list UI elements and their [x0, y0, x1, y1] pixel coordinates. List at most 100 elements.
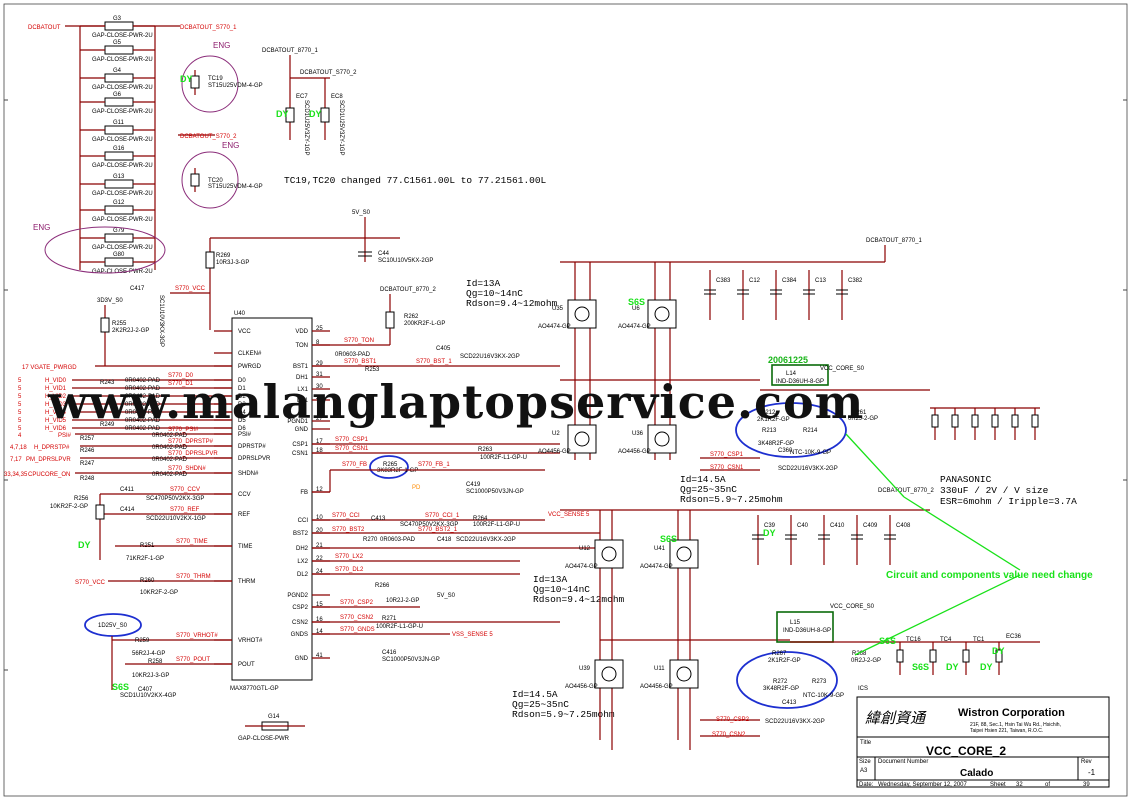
hvid-net: H_VID3 — [45, 402, 67, 408]
ic-left-pin: THRM — [238, 579, 255, 585]
sig-s770-ccv: S770_CCV — [170, 487, 200, 493]
mosfet-ref: U36 — [632, 431, 644, 437]
r257-ref: R257 — [80, 436, 95, 442]
mosfet-ref: U2 — [552, 431, 560, 437]
note-qg2: Qg=25~35nC — [680, 484, 737, 495]
r255-ref: R255 — [112, 321, 127, 327]
eng-ellipse — [44, 226, 166, 274]
mosfet-ref: U11 — [654, 666, 665, 672]
highlight-r265 — [369, 455, 409, 479]
r272-ref: R272 — [773, 679, 788, 685]
tc1-ref: TC1 — [973, 637, 985, 643]
eng-label-1: ENG — [213, 41, 230, 50]
watermark: www.malanglaptopservice.com — [47, 375, 864, 429]
ic-right-pin: DL1 — [297, 398, 309, 404]
r263-ref: R263 — [478, 447, 493, 453]
ic-left-pin: PWRGD — [238, 364, 262, 370]
c414-ref: C414 — [120, 507, 135, 513]
size-value: A3 — [860, 768, 868, 774]
ec36-ref: EC36 — [1006, 634, 1022, 640]
green-mark: DY — [980, 662, 993, 672]
pad-dprslpvr: 0R0402-PAD — [152, 457, 188, 463]
rev-value: -1 — [1088, 768, 1096, 777]
hvid-page: 5 — [18, 378, 22, 384]
net-dcbatout-8770-1-top: DCBATOUT_8770_1 — [262, 48, 318, 54]
s770-vcc-thrm: S770_VCC — [75, 580, 106, 586]
psi-page: 4 — [18, 433, 22, 439]
panasonic-line2: ESR=6mohm / Iripple=3.7A — [940, 496, 1077, 507]
ec8-value: SCD1U25V3ZY-1GP — [338, 100, 344, 155]
mosfet-body — [594, 539, 624, 569]
note-id1: Id=13A — [466, 278, 501, 289]
ic-left-pin: CLKEN# — [238, 351, 262, 357]
ic-pin-number: 21 — [316, 543, 323, 549]
note-rds4: Rdson=5.9~7.25mohm — [512, 709, 615, 720]
green-mark: DY — [276, 109, 289, 119]
c413-value: SCD22U16V3KX-2GP — [765, 719, 825, 725]
hvid-pad: 0R0402-PAD — [125, 402, 161, 408]
r259-ref: R259 — [135, 638, 150, 644]
c417-ref: C417 — [130, 286, 145, 292]
gap-part: GAP-CLOSE-PWR-2U — [92, 217, 153, 223]
hvid-page: 5 — [18, 426, 22, 432]
ic-pin-number: 20 — [316, 528, 323, 534]
r270-value: 0R0603-PAD — [380, 537, 416, 543]
ic-ref: U40 — [234, 311, 246, 317]
r261-ref: R261 — [852, 410, 867, 416]
ic-right-pin: FB — [300, 490, 308, 496]
note-id4: Id=14.5A — [512, 689, 558, 700]
mosfet-ref: U12 — [579, 546, 591, 552]
r214-ref: R214 — [803, 428, 818, 434]
ic-right-pin: TON — [295, 343, 308, 349]
ic-right-pin: PGND1 — [287, 419, 308, 425]
mosfet-part: AO4456-GP — [640, 684, 673, 690]
r255-value: 2K2R2J-2-GP — [112, 328, 149, 334]
c413b-ref: C413 — [371, 516, 386, 522]
mosfet-body — [567, 424, 597, 454]
gap-body — [104, 151, 134, 161]
sig-s770-csp1: S770_CSP1 — [335, 437, 369, 443]
ic-left-pin: DPRSLPVR — [238, 456, 271, 462]
ic-pin-number: 16 — [316, 617, 323, 623]
c360-value: SCD22U16V3KX-2GP — [778, 466, 838, 472]
r251-value: 71KR2F-1-GP — [126, 556, 164, 562]
sig-s770-d0: S770_D0 — [168, 373, 194, 379]
green-mark: S6S — [879, 636, 896, 646]
green-mark: DY — [309, 109, 322, 119]
company-addr2: Taipei Hsien 221, Taiwan, R.O.C. — [970, 728, 1043, 734]
tc-change-note: TC19,TC20 changed 77.C1561.00L to 77.215… — [284, 175, 547, 186]
ic-left-pin: D0 — [238, 378, 246, 384]
ec-caps: DCBATOUT_8770_1 DCBATOUT_S770_2 EC7 EC8 … — [262, 48, 547, 186]
mosfet-body — [594, 659, 624, 689]
eng-label-2: ENG — [222, 141, 239, 150]
ic-right-pin: LX2 — [297, 559, 308, 565]
sig-s770-dl2: S770_DL2 — [335, 567, 364, 573]
ic-right-pin: VDD — [295, 329, 308, 335]
docnum-label: Document Number — [878, 759, 928, 765]
net-1d25v-s0: 1D25V_S0 — [98, 623, 128, 629]
ec8-ref: EC8 — [331, 94, 343, 100]
r265-value: 3K83R2F-1-GP — [377, 468, 418, 474]
size-label: Size — [859, 759, 871, 765]
ec7-ref: EC7 — [296, 94, 308, 100]
note-id2: Id=14.5A — [680, 474, 726, 485]
gap-part: GAP-CLOSE-PWR-2U — [92, 245, 153, 251]
r261-value: 0R2J-2-GP — [848, 416, 878, 422]
gap-ref: G79 — [113, 228, 125, 234]
r269-value: 10R3J-3-GP — [216, 260, 249, 266]
green-mark: S6S — [660, 534, 677, 544]
net-dcbatout-s770-2: DCBATOUT_S770_2 — [180, 134, 237, 140]
net-dcbatout-s770-2b: DCBATOUT_S770_2 — [300, 70, 357, 76]
mosfet-ref: U35 — [552, 306, 564, 312]
r271-ref: R271 — [382, 616, 397, 622]
mosfet-part: AO4456-GP — [618, 449, 651, 455]
c411-ref: C411 — [120, 487, 135, 493]
ec7-value: SCD1U25V3ZY-1GP — [303, 100, 309, 155]
hvid-net: H_VID4 — [45, 410, 67, 416]
c411-value: SC470P50V2KX-3GP — [146, 496, 204, 502]
r249-ref: R249 — [100, 422, 115, 428]
gap-part: GAP-CLOSE-PWR-2U — [92, 57, 153, 63]
sig-s770-csp2b: S770_CSP2 — [716, 717, 750, 723]
g14-ref: G14 — [268, 714, 280, 720]
green-mark: DY — [763, 528, 776, 538]
